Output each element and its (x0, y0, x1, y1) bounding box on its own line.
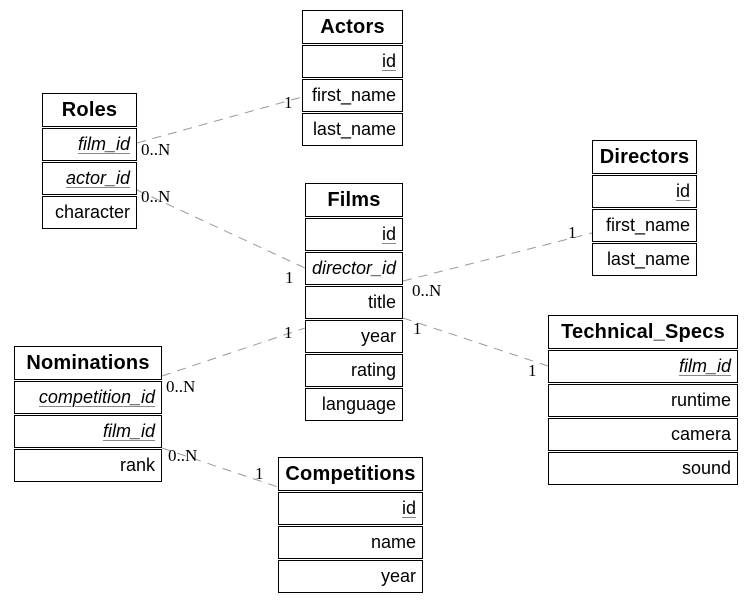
relation-nominations-competitions-line (161, 447, 279, 488)
field-nominations-film-id: film_id (14, 415, 162, 448)
field-roles-film-id: film_id (42, 128, 137, 161)
entity-actors: Actors id first_name last_name (302, 10, 403, 146)
field-directors-id: id (592, 175, 697, 208)
entity-competitions: Competitions id name year (278, 457, 423, 593)
entity-nominations: Nominations competition_id film_id rank (14, 346, 162, 482)
entity-technical-specs-title: Technical_Specs (548, 315, 738, 349)
cardinality-films-directors-far: 1 (568, 223, 577, 242)
field-competitions-id: id (278, 492, 423, 525)
field-roles-character: character (42, 196, 137, 229)
cardinality-films-technical-specs-near: 1 (413, 319, 422, 338)
field-films-id: id (305, 218, 403, 251)
cardinality-roles-actors-near: 0..N (141, 140, 171, 159)
relation-films-technical-specs-line (402, 317, 549, 367)
cardinality-nominations-films-near: 0..N (166, 377, 196, 396)
entity-directors-title: Directors (592, 140, 697, 174)
cardinality-roles-films-far: 1 (285, 268, 294, 287)
entity-roles-title: Roles (42, 93, 137, 127)
field-roles-actor-id: actor_id (42, 162, 137, 195)
entity-technical-specs: Technical_Specs film_id runtime camera s… (548, 315, 738, 485)
field-technical-specs-sound: sound (548, 452, 738, 485)
field-technical-specs-film-id: film_id (548, 350, 738, 383)
cardinality-nominations-films-far: 1 (284, 323, 293, 342)
entity-nominations-title: Nominations (14, 346, 162, 380)
field-technical-specs-runtime: runtime (548, 384, 738, 417)
field-technical-specs-camera: camera (548, 418, 738, 451)
cardinality-films-directors-near: 0..N (412, 281, 442, 300)
field-actors-last-name: last_name (302, 113, 403, 146)
field-films-rating: rating (305, 354, 403, 387)
field-directors-first-name: first_name (592, 209, 697, 242)
field-actors-first-name: first_name (302, 79, 403, 112)
field-films-language: language (305, 388, 403, 421)
entity-directors: Directors id first_name last_name (592, 140, 697, 276)
field-films-year: year (305, 320, 403, 353)
entity-films: Films id director_id title year rating l… (305, 183, 403, 421)
cardinality-nominations-competitions-near: 0..N (168, 446, 198, 465)
entity-competitions-title: Competitions (278, 457, 423, 491)
entity-films-title: Films (305, 183, 403, 217)
cardinality-roles-films-near: 0..N (141, 187, 171, 206)
field-films-title: title (305, 286, 403, 319)
cardinality-nominations-competitions-far: 1 (255, 464, 264, 483)
entity-actors-title: Actors (302, 10, 403, 44)
field-films-director-id: director_id (305, 252, 403, 285)
field-nominations-rank: rank (14, 449, 162, 482)
entity-roles: Roles film_id actor_id character (42, 93, 137, 229)
cardinality-films-technical-specs-far: 1 (528, 361, 537, 380)
field-actors-id: id (302, 45, 403, 78)
field-competitions-year: year (278, 560, 423, 593)
relation-roles-actors-line (136, 96, 303, 144)
field-nominations-competition-id: competition_id (14, 381, 162, 414)
field-directors-last-name: last_name (592, 243, 697, 276)
cardinality-roles-actors-far: 1 (284, 93, 293, 112)
field-competitions-name: name (278, 526, 423, 559)
relation-films-directors-line (402, 232, 593, 282)
